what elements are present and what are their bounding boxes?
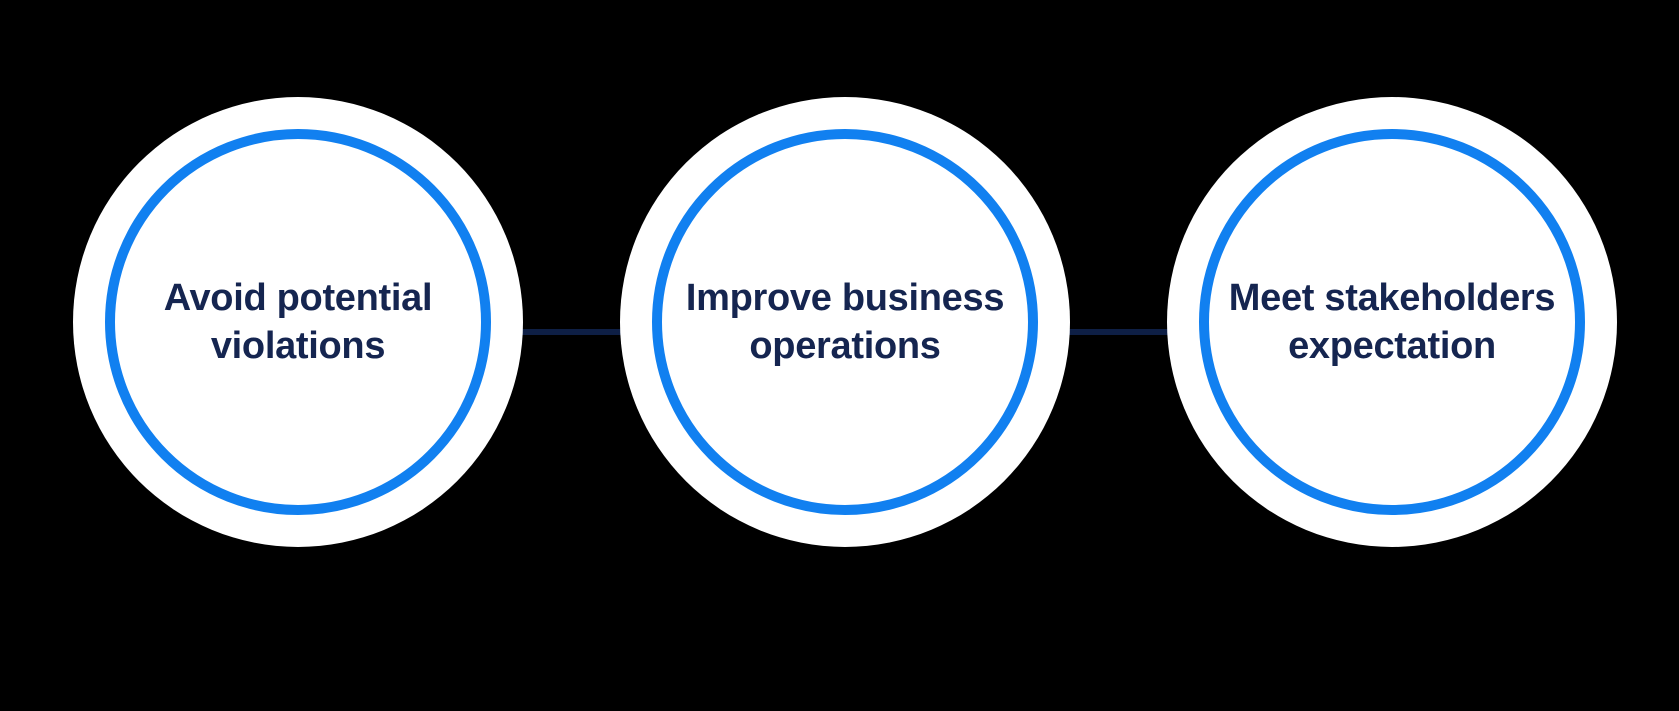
process-node-meet-expectation: Meet stakeholders expectation <box>1167 97 1617 547</box>
connector-line-2 <box>1062 329 1172 335</box>
node-label-line: expectation <box>1288 325 1496 367</box>
process-node-avoid-violations: Avoid potential violations <box>73 97 523 547</box>
node-ring-2: Improve business operations <box>652 129 1038 515</box>
node-label-line: operations <box>749 325 941 367</box>
node-label-line: violations <box>210 325 386 367</box>
node-ring-1: Avoid potential violations <box>105 129 491 515</box>
process-node-improve-operations: Improve business operations <box>620 97 1070 547</box>
node-label-line: Improve business <box>685 277 1005 319</box>
connector-line-1 <box>516 329 626 335</box>
node-label-line: Avoid potential <box>163 277 433 319</box>
node-label-line: Meet stakeholders <box>1228 277 1556 319</box>
node-ring-3: Meet stakeholders expectation <box>1199 129 1585 515</box>
